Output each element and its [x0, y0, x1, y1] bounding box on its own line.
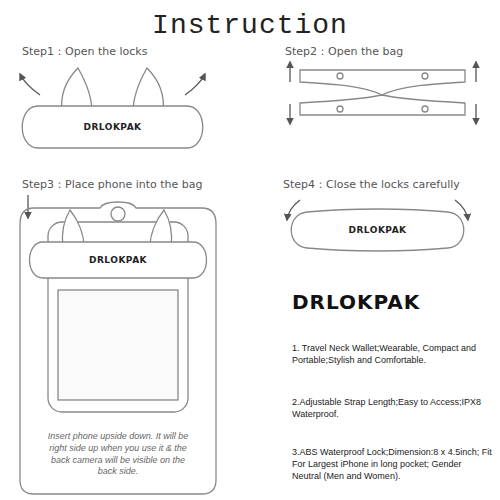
- bag-bottom-slab: [300, 95, 465, 115]
- insert-arrow: [27, 195, 28, 218]
- brand-text: DRLOKPAK: [348, 225, 406, 235]
- open-arrow: [185, 74, 205, 95]
- node-outline-path: [22, 106, 203, 148]
- page-title: Instruction: [0, 10, 500, 41]
- lock-band: DRLOKPAK: [15, 104, 210, 150]
- open-arrow: [475, 62, 476, 82]
- feature-note: 2.Adjustable Strap Length;Easy to Access…: [292, 396, 492, 420]
- lock-closed: DRLOKPAK: [285, 208, 470, 252]
- brand-text: DRLOKPAK: [83, 122, 141, 132]
- hang-hole: [111, 207, 125, 221]
- lock-dot: [337, 73, 343, 79]
- step-label: Step4：Close the locks carefully: [283, 177, 460, 192]
- open-arrow: [289, 62, 290, 82]
- node-outline-path: [20, 202, 216, 494]
- phone-screen: [58, 290, 178, 400]
- open-arrow: [20, 74, 40, 95]
- brand-text: DRLOKPAK: [89, 255, 147, 265]
- brand-logo: DRLOKPAK: [292, 290, 420, 314]
- bag-top-slab: [300, 70, 465, 95]
- open-arrow: [475, 104, 476, 124]
- lock-dot: [337, 106, 343, 112]
- step-label: Step2：Open the bag: [285, 44, 403, 59]
- lock-dot: [422, 73, 428, 79]
- node-outline-path: [291, 209, 464, 251]
- step-label: Step1：Open the locks: [22, 44, 147, 59]
- lock-band: DRLOKPAK: [23, 240, 213, 280]
- lock-dot: [422, 106, 428, 112]
- waterproof-bag: Insert phone upside down. It will be rig…: [18, 200, 218, 496]
- open-arrow: [289, 104, 290, 124]
- node-outline-path: [30, 242, 207, 278]
- feature-note: 3.ABS Waterproof Lock;Dimension:8 x 4.5i…: [292, 446, 492, 482]
- usage-note: Insert phone upside down. It will be rig…: [44, 431, 192, 478]
- step-label: Step3：Place phone into the bag: [22, 177, 203, 192]
- feature-note: 1. Travel Neck Wallet;Wearable, Compact …: [292, 342, 492, 366]
